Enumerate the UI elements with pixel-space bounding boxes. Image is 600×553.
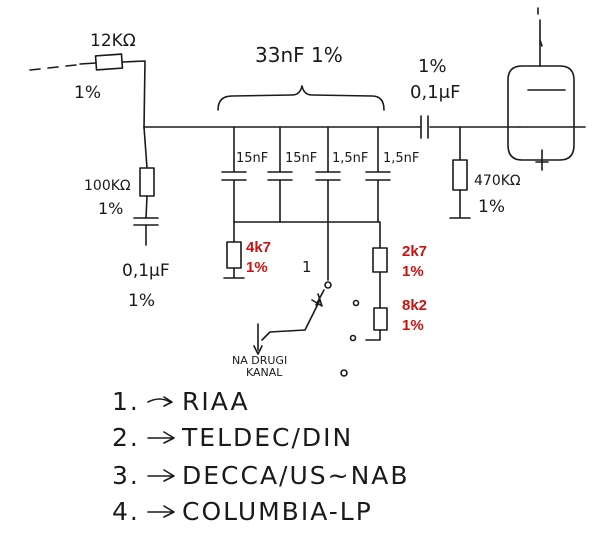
r470k-leg — [449, 126, 471, 219]
other-channel-line1: NA DRUGI — [232, 354, 287, 367]
arrow-icon — [147, 396, 173, 407]
c2-label: 15nF — [285, 151, 317, 166]
arrow-icon — [147, 505, 175, 518]
other-channel-line2: KANAL — [246, 366, 283, 379]
r100k-tol: 1% — [98, 199, 123, 218]
legend-num-3: 3. — [112, 461, 140, 490]
c3-label: 1,5nF — [332, 151, 368, 166]
legend-num-4: 4. — [112, 497, 140, 526]
c4-label: 1,5nF — [383, 151, 419, 166]
r2k7-label: 2k7 — [402, 243, 427, 260]
r2k7-tol: 1% — [402, 263, 424, 280]
input-wire — [29, 53, 146, 129]
legend-num-1: 1. — [112, 387, 140, 416]
r8k2-label: 8k2 — [402, 297, 427, 314]
selector-switch — [253, 221, 360, 377]
r470k-label: 470KΩ — [474, 173, 521, 189]
c01-tol: 1% — [128, 291, 155, 311]
cap-bank — [221, 126, 391, 223]
legend-text-2: TELDEC/DIN — [181, 423, 353, 452]
r4k7-tol: 1% — [246, 259, 268, 276]
r4k7-leg — [223, 221, 245, 279]
c01-label: 0,1μF — [122, 261, 170, 281]
arrow-icon — [147, 431, 175, 444]
legend-num-2: 2. — [112, 423, 140, 452]
r470k-tol: 1% — [478, 197, 505, 217]
r-input-label: 12KΩ — [90, 31, 136, 51]
r2k7-r8k2-leg — [365, 221, 388, 341]
out-cap-tol: 1% — [418, 56, 447, 77]
tube — [507, 7, 586, 171]
arrow-icon — [147, 469, 175, 482]
cap-group-label: 33nF 1% — [255, 43, 343, 67]
r100k-c01-leg — [133, 126, 159, 246]
r-input-tol: 1% — [74, 83, 101, 103]
r8k2-tol: 1% — [402, 317, 424, 334]
r100k-label: 100KΩ — [84, 178, 131, 194]
output-cap — [420, 115, 429, 139]
cap-group-brace — [217, 85, 385, 111]
switch-position-label: 1 — [302, 258, 312, 276]
legend-text-1: RIAA — [182, 387, 250, 416]
legend-text-3: DECCA/US~NAB — [182, 461, 410, 490]
r4k7-label: 4k7 — [246, 239, 271, 256]
out-cap-label: 0,1μF — [410, 82, 460, 103]
legend: 1. RIAA 2. TELDEC/DIN 3. DECCA/US~NAB 4.… — [112, 387, 410, 526]
c1-label: 15nF — [236, 151, 268, 166]
legend-text-4: COLUMBIA-LP — [182, 497, 373, 526]
